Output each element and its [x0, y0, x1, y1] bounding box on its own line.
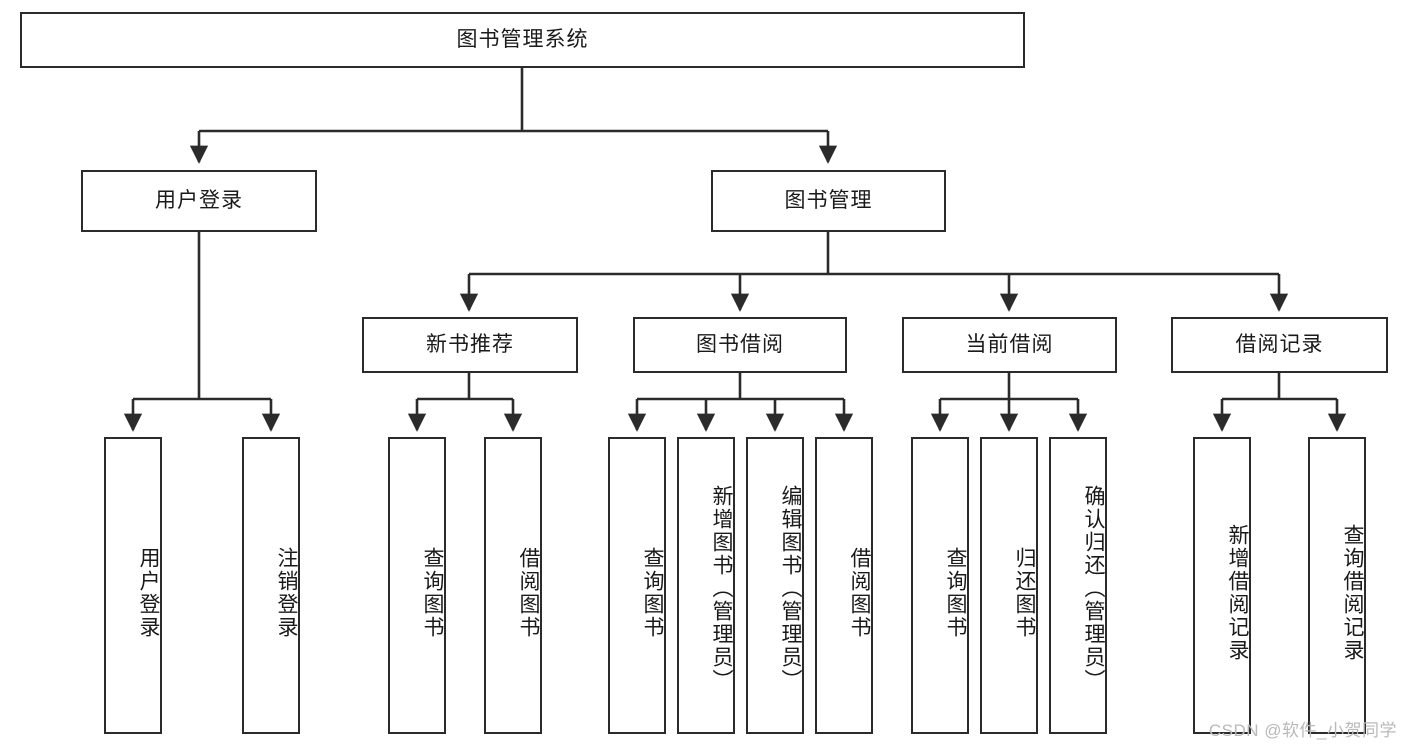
node-root[interactable]: 图书管理系统 [20, 12, 1025, 68]
leaf-query-book-1[interactable]: 查询图书 [388, 437, 446, 734]
leaf-query-record-label: 查询借阅记录 [1341, 523, 1364, 662]
leaf-query-book-1-label: 查询图书 [421, 546, 444, 639]
node-user-login[interactable]: 用户登录 [81, 170, 317, 232]
node-current-borrow-label: 当前借阅 [965, 333, 1054, 357]
node-user-login-label: 用户登录 [155, 189, 243, 213]
leaf-add-book[interactable]: 新增图书（管理员） [677, 437, 735, 734]
leaf-borrow-book-1[interactable]: 借阅图书 [484, 437, 542, 734]
leaf-add-record[interactable]: 新增借阅记录 [1193, 437, 1251, 734]
leaf-logout[interactable]: 注销登录 [242, 437, 300, 734]
node-book-manage[interactable]: 图书管理 [711, 170, 946, 232]
node-new-book-rec-label: 新书推荐 [426, 333, 514, 357]
leaf-query-book-3[interactable]: 查询图书 [911, 437, 969, 734]
leaf-borrow-book-2[interactable]: 借阅图书 [815, 437, 873, 734]
node-book-borrow-label: 图书借阅 [696, 333, 784, 357]
leaf-add-book-label: 新增图书（管理员） [710, 485, 733, 692]
leaf-borrow-book-1-label: 借阅图书 [517, 546, 540, 639]
leaf-edit-book[interactable]: 编辑图书（管理员） [746, 437, 804, 734]
leaf-return-book-label: 归还图书 [1013, 546, 1036, 639]
leaf-user-login[interactable]: 用户登录 [104, 437, 162, 734]
node-borrow-record[interactable]: 借阅记录 [1171, 317, 1388, 373]
node-current-borrow[interactable]: 当前借阅 [902, 317, 1117, 373]
leaf-query-book-2[interactable]: 查询图书 [608, 437, 666, 734]
leaf-add-record-label: 新增借阅记录 [1226, 523, 1249, 662]
csdn-watermark: CSDN @软件_小贺同学 [1208, 721, 1397, 740]
leaf-logout-label: 注销登录 [275, 546, 298, 639]
leaf-query-book-3-label: 查询图书 [944, 546, 967, 639]
node-book-manage-label: 图书管理 [784, 189, 873, 213]
leaf-query-book-2-label: 查询图书 [641, 546, 664, 639]
leaf-edit-book-label: 编辑图书（管理员） [779, 485, 802, 692]
node-new-book-rec[interactable]: 新书推荐 [362, 317, 578, 373]
leaf-confirm-return[interactable]: 确认归还（管理员） [1049, 437, 1107, 734]
node-root-label: 图书管理系统 [456, 28, 589, 52]
leaf-borrow-book-2-label: 借阅图书 [848, 546, 871, 639]
node-borrow-record-label: 借阅记录 [1235, 333, 1324, 357]
node-book-borrow[interactable]: 图书借阅 [633, 317, 847, 373]
leaf-return-book[interactable]: 归还图书 [980, 437, 1038, 734]
leaf-query-record[interactable]: 查询借阅记录 [1308, 437, 1366, 734]
leaf-user-login-label: 用户登录 [137, 546, 160, 639]
leaf-confirm-return-label: 确认归还（管理员） [1082, 485, 1105, 692]
